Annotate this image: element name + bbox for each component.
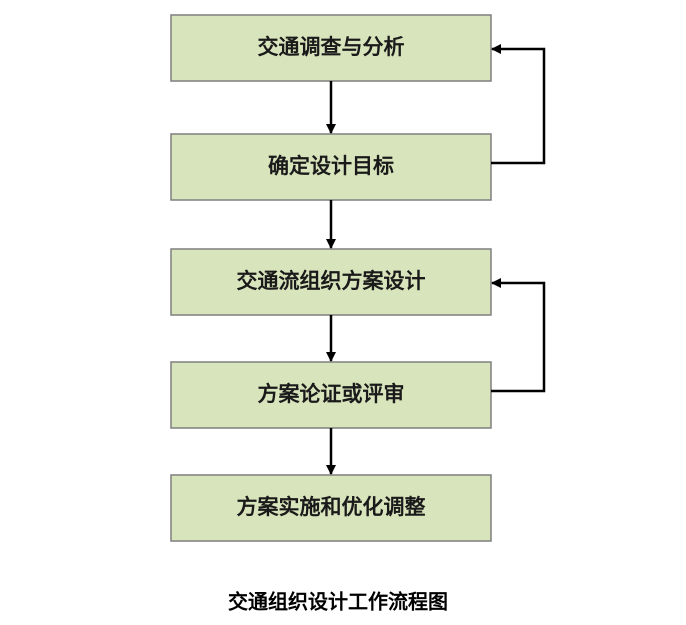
diagram-caption: 交通组织设计工作流程图 — [228, 590, 448, 614]
step-design-goals: 确定设计目标 — [170, 133, 492, 201]
feedback-arrow-review-to-design — [491, 278, 546, 393]
step-label: 交通调查与分析 — [258, 35, 405, 59]
feedback-arrow-goals-to-survey — [491, 44, 546, 165]
step-label: 交通流组织方案设计 — [237, 269, 426, 293]
step-plan-review: 方案论证或评审 — [170, 361, 492, 429]
step-box — [170, 474, 492, 542]
step-box — [170, 248, 492, 316]
step-box — [170, 361, 492, 429]
step-label: 确定设计目标 — [268, 154, 394, 178]
step-label: 方案论证或评审 — [258, 382, 405, 406]
step-implementation: 方案实施和优化调整 — [170, 474, 492, 542]
step-box — [170, 133, 492, 201]
step-traffic-survey: 交通调查与分析 — [170, 14, 492, 82]
step-box — [170, 14, 492, 82]
step-flow-plan-design: 交通流组织方案设计 — [170, 248, 492, 316]
step-label: 方案实施和优化调整 — [237, 495, 426, 519]
